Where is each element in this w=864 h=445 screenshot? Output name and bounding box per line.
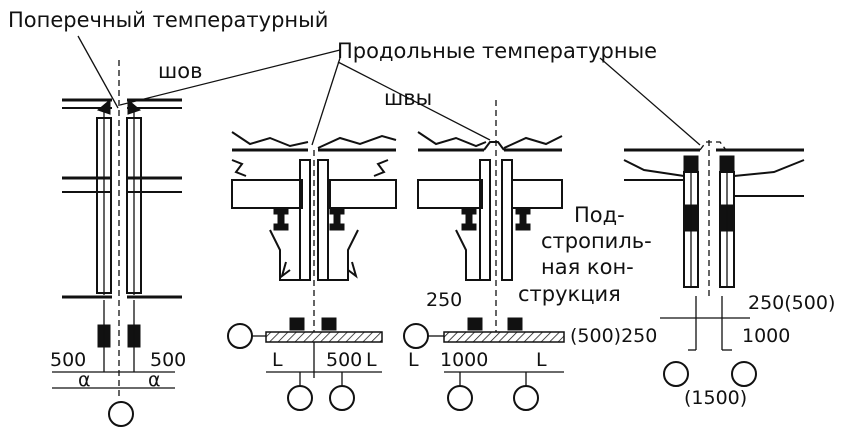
transverse-joint-label-line2: шов [158,59,202,83]
detail-transverse-joint [52,60,182,427]
d4-1500: (1500) [684,387,747,409]
d2-500: 500 [326,349,362,371]
truss-label-line1: Под- [574,203,625,227]
truss-label-line4: струкция [518,282,621,306]
leader-lines [77,35,701,146]
d1-dim-left: 500 [50,349,86,371]
d4-250-500: 250(500) [748,292,835,314]
longitudinal-joints-label-line1: Продольные температурные [337,39,657,63]
truss-label-line3: ная кон- [541,255,634,279]
d3-1000: 1000 [440,349,488,371]
d1-alpha-right: α [148,369,161,391]
detail-longitudinal-joint-2 [403,100,565,411]
d1-alpha-left: α [78,369,91,391]
d3-250: 250 [426,289,462,311]
truss-label-line2: стропиль- [541,229,652,253]
d3-L-left: L [408,349,419,371]
d2-L-right: L [366,349,377,371]
d3-L-right: L [536,349,547,371]
transverse-joint-label-line1: Поперечный температурный [8,8,328,32]
d4-500-250: (500)250 [570,325,657,347]
d4-1000: 1000 [742,325,790,347]
d1-dim-right: 500 [150,349,186,371]
detail-longitudinal-joint-1 [227,131,397,411]
detail-longitudinal-joint-3 [623,140,805,387]
d2-L-left: L [272,349,283,371]
